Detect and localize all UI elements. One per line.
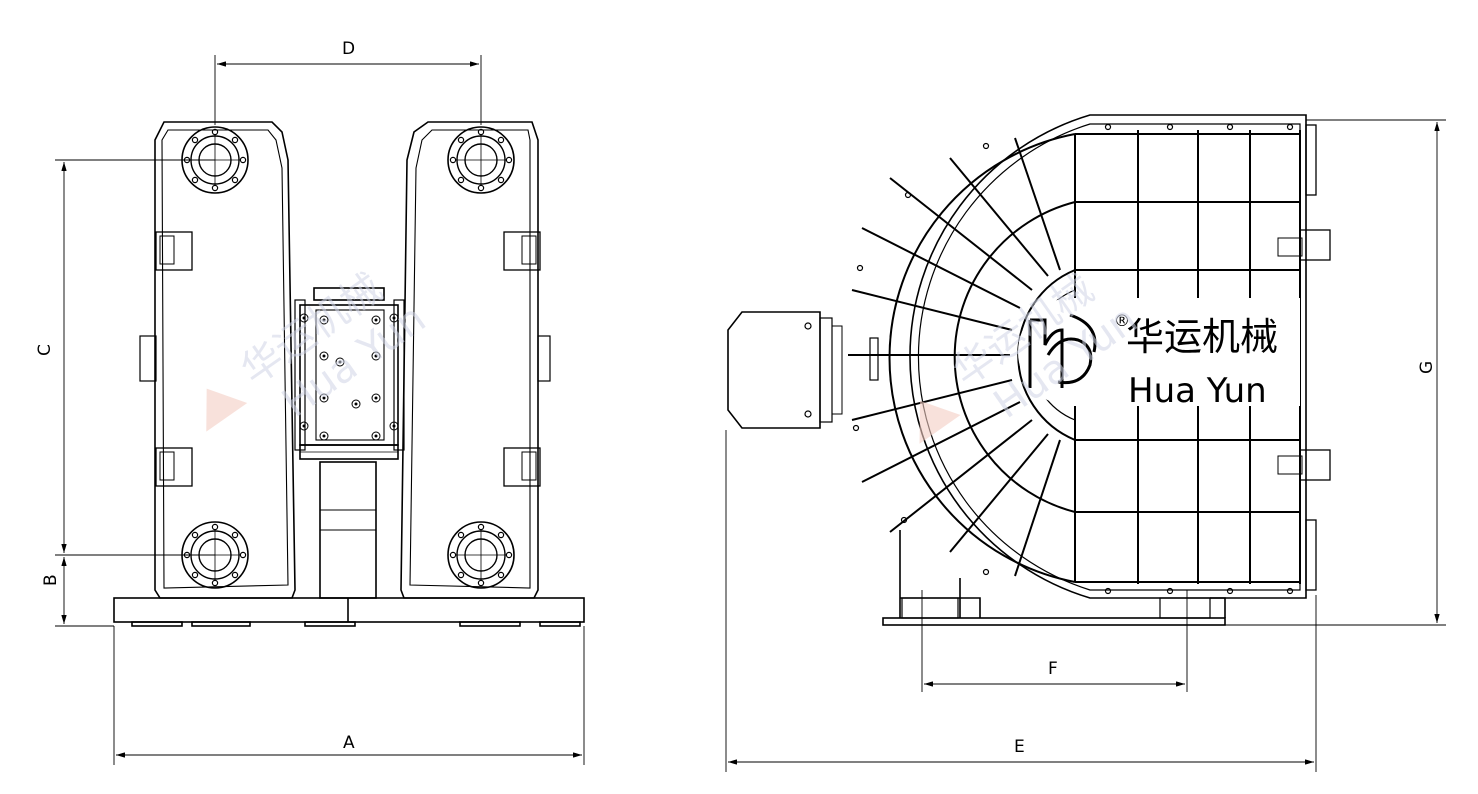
dim-label-G: G xyxy=(1417,361,1437,374)
registered-mark: ® xyxy=(1114,311,1130,330)
side-view xyxy=(727,114,1331,626)
housing-bolts xyxy=(804,123,1294,595)
dim-label-D: D xyxy=(342,39,355,59)
left-housing xyxy=(154,121,296,599)
brand-logo: ® 华运机械 Hua Yun xyxy=(1018,298,1300,411)
front-dimensions xyxy=(55,55,585,765)
motor xyxy=(727,311,821,429)
dim-label-A: A xyxy=(343,733,355,753)
side-base xyxy=(882,617,1226,626)
dim-label-F: F xyxy=(1048,659,1058,679)
base-plate xyxy=(113,597,585,623)
dim-label-B: B xyxy=(41,574,61,586)
watermark-left: 华运机械 Hua Yun xyxy=(206,265,434,432)
side-dimensions xyxy=(725,119,1446,772)
dim-label-C: C xyxy=(35,344,55,356)
dim-label-E: E xyxy=(1014,737,1025,757)
flange-bottom-right xyxy=(447,521,515,589)
flange-top-right xyxy=(447,126,515,194)
right-housing xyxy=(400,121,539,599)
brand-name-chinese: 华运机械 xyxy=(1126,315,1278,359)
front-view xyxy=(113,121,585,627)
center-gearbox xyxy=(313,287,385,301)
brand-name-english: Hua Yun xyxy=(1128,371,1267,411)
